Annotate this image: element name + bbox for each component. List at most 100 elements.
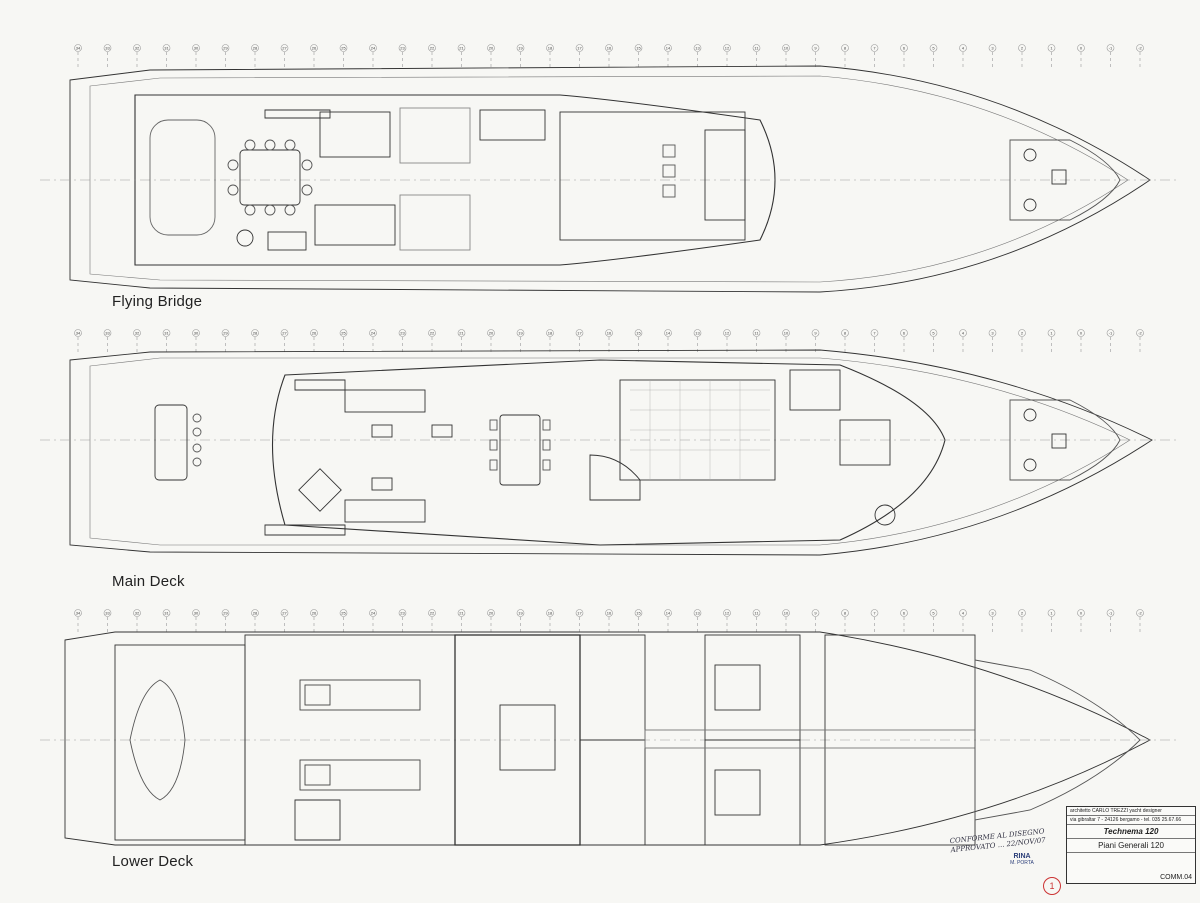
- frame-marker: [752, 609, 761, 617]
- frame-number-label: 0: [1080, 611, 1083, 616]
- frame-marker: [1077, 329, 1085, 337]
- frame-marker: [723, 609, 731, 617]
- frame-marker: [634, 609, 643, 617]
- frame-number-label: 15: [636, 331, 641, 336]
- frame-number-label: 18: [548, 611, 553, 616]
- frame-number-label: 31: [164, 46, 169, 51]
- frame-marker: [811, 44, 820, 52]
- helm-seats-fb: [662, 144, 676, 198]
- frame-marker: [1018, 44, 1026, 52]
- frame-marker: [782, 329, 790, 337]
- frame-number-label: 23: [400, 46, 405, 51]
- jet-ski: [129, 679, 186, 801]
- frame-marker: [870, 329, 879, 337]
- frame-number-label: 28: [253, 611, 258, 616]
- bow-main: [1009, 399, 1121, 481]
- frame-number-label: 6: [903, 611, 906, 616]
- frame-number-label: 16: [607, 46, 612, 51]
- frame-number-label: 3: [991, 611, 994, 616]
- frame-marker: [1136, 329, 1144, 337]
- frame-marker: [752, 44, 761, 52]
- owner-bed-lower: [499, 704, 556, 771]
- frame-number-label: 32: [135, 331, 140, 336]
- frame-number-label: 15: [636, 611, 641, 616]
- frame-number-label: 33: [105, 46, 110, 51]
- frame-marker: [516, 44, 525, 52]
- frame-marker: [870, 609, 879, 617]
- frame-marker: [664, 44, 672, 52]
- frame-number-label: 6: [903, 331, 906, 336]
- frame-marker: [487, 329, 495, 337]
- frame-number-label: 19: [518, 331, 523, 336]
- rina-stamp-place: M. PORTA: [1010, 860, 1034, 866]
- frame-number-label: 26: [312, 331, 317, 336]
- frame-number-label: 3: [991, 331, 994, 336]
- frame-marker: [811, 329, 820, 337]
- frame-number-label: -2: [1138, 331, 1142, 336]
- frame-marker: [988, 329, 997, 337]
- frame-marker: [369, 329, 377, 337]
- frame-marker: [457, 609, 466, 617]
- frame-number-label: 4: [962, 611, 965, 616]
- windlass-main: [1051, 433, 1067, 449]
- frame-marker: [841, 44, 849, 52]
- frame-marker: [634, 329, 643, 337]
- coffee-table-3: [371, 477, 393, 491]
- frame-number-label: -1: [1109, 611, 1113, 616]
- frame-marker: [369, 609, 377, 617]
- frame-number-label: 23: [400, 611, 405, 616]
- frame-number-label: 6: [903, 46, 906, 51]
- saloon-sofa-top: [344, 389, 426, 413]
- frame-number-label: 2: [1021, 331, 1024, 336]
- circled-revision-mark: 1: [1043, 877, 1061, 895]
- rina-stamp: RINA M. PORTA: [1002, 853, 1042, 866]
- winch-fb-1: [1023, 148, 1037, 162]
- frame-number-label: 7: [873, 46, 876, 51]
- frame-marker: [693, 329, 702, 337]
- frame-number-label: 12: [725, 611, 730, 616]
- owner-bed: [839, 419, 891, 466]
- frame-number-label: 25: [341, 331, 346, 336]
- frame-number-label: 25: [341, 46, 346, 51]
- frame-marker: [339, 329, 348, 337]
- frame-number-label: -2: [1138, 611, 1142, 616]
- frame-number-label: 1: [1050, 611, 1053, 616]
- flying-bridge-superstructure: [134, 94, 776, 266]
- frame-marker: [546, 44, 554, 52]
- frame-marker: [74, 44, 82, 52]
- flying-bridge-deck-edge: [89, 75, 1129, 283]
- frame-marker: [339, 44, 348, 52]
- yacht-model: Technema 120: [1067, 825, 1195, 839]
- frame-number-label: 34: [76, 611, 81, 616]
- galley-tiles: [630, 380, 770, 480]
- main-deck-superstructure: [272, 359, 946, 546]
- frame-number-label: 9: [814, 46, 817, 51]
- lounge-sofa-fb-top: [319, 111, 391, 158]
- architect-address: via gibraltar 7 - 24126 bergamo - tel. 0…: [1067, 816, 1195, 825]
- frame-marker: [929, 609, 938, 617]
- main-engines: [299, 679, 421, 791]
- frame-marker: [251, 609, 259, 617]
- drawing-title-block: architetto CARLO TREZZI yacht designer v…: [1066, 806, 1196, 884]
- lower-stair: [294, 799, 341, 841]
- frame-marker: [398, 329, 407, 337]
- frame-number-label: 1: [1050, 46, 1053, 51]
- frame-marker: [605, 609, 613, 617]
- frame-marker: [1018, 329, 1026, 337]
- frame-number-label: 24: [371, 611, 376, 616]
- frame-marker: [723, 329, 731, 337]
- frame-marker: [959, 329, 967, 337]
- frame-number-label: 22: [430, 46, 435, 51]
- frame-marker: [280, 44, 289, 52]
- frame-marker: [457, 329, 466, 337]
- frame-number-label: 21: [459, 611, 464, 616]
- frame-marker: [1077, 44, 1085, 52]
- frame-number-label: 17: [577, 611, 582, 616]
- frame-marker: [221, 329, 230, 337]
- winch-main-2: [1023, 458, 1037, 472]
- frame-marker: [782, 609, 790, 617]
- frame-number-label: 21: [459, 331, 464, 336]
- frame-marker: [605, 44, 613, 52]
- windlass-fb: [1051, 169, 1067, 185]
